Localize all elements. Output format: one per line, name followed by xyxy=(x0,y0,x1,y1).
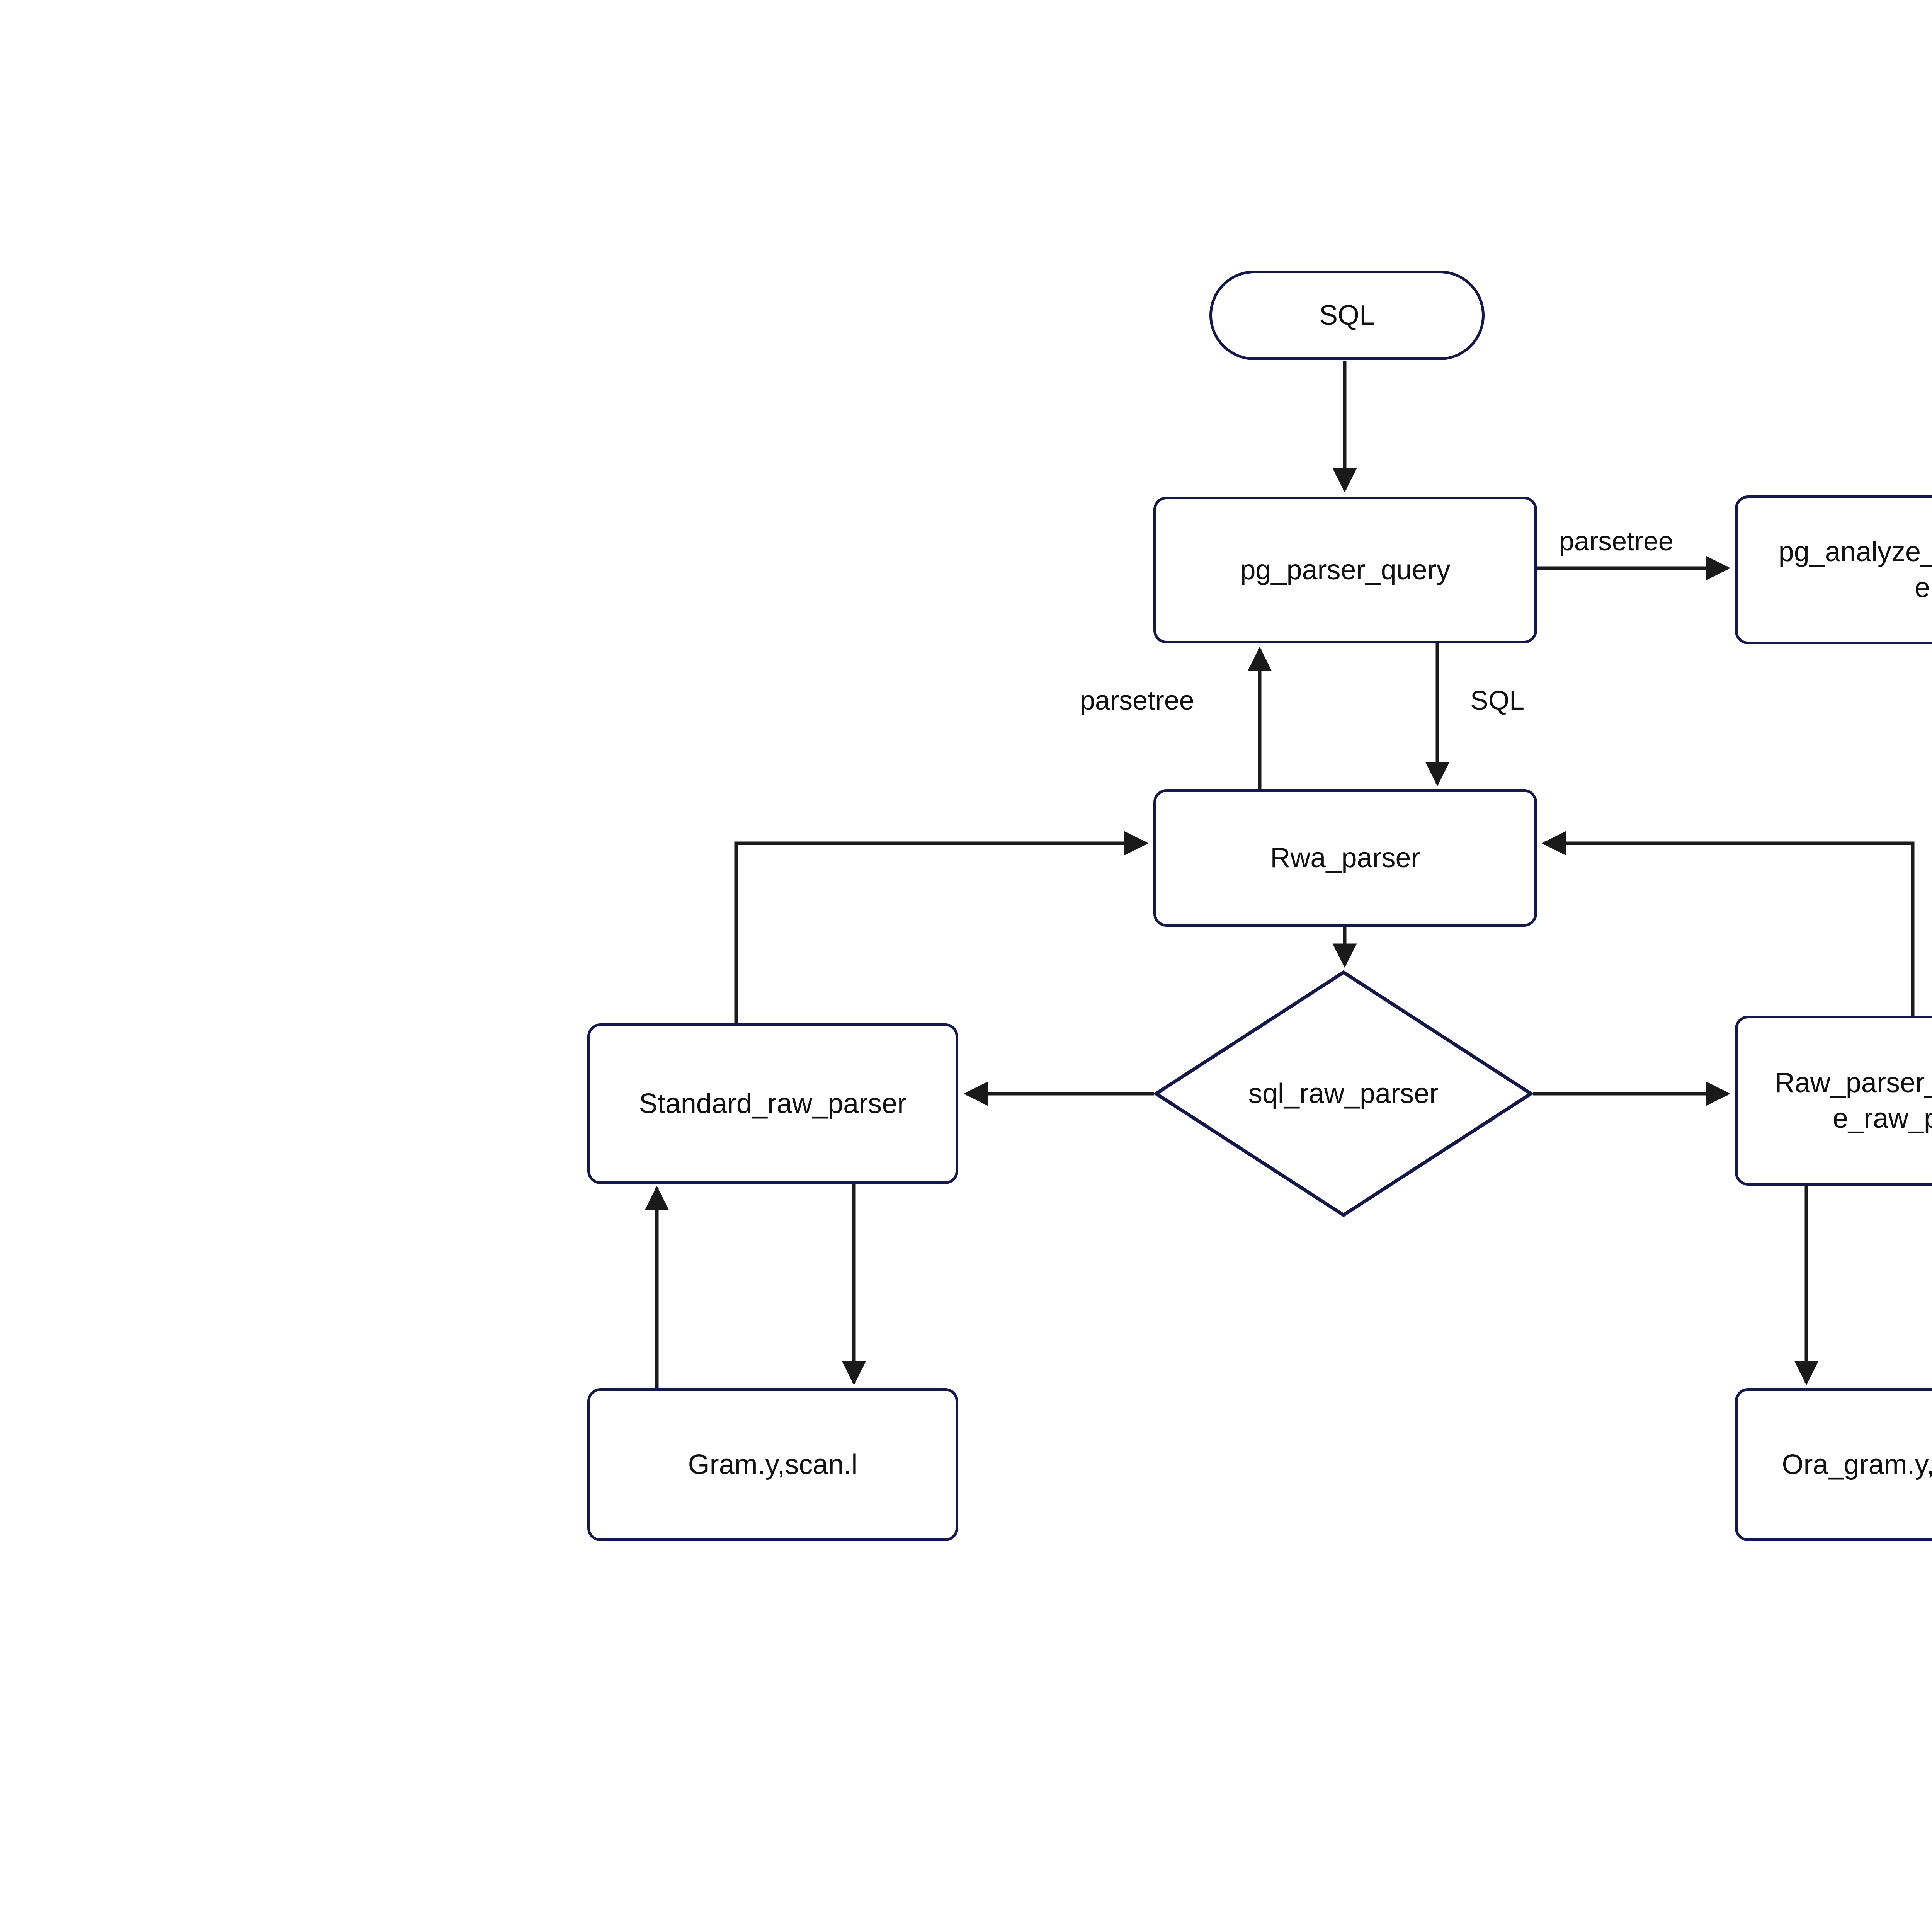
node-gram-scan-label: Gram.y,scan.l xyxy=(688,1449,858,1480)
node-ora-gram-scan[interactable]: Ora_gram.y,ora_scan.l xyxy=(1735,1388,1932,1541)
diamond-shape xyxy=(1154,970,1533,1217)
node-ora-gram-scan-label: Ora_gram.y,ora_scan.l xyxy=(1782,1449,1932,1480)
node-gram-scan[interactable]: Gram.y,scan.l xyxy=(587,1388,958,1541)
node-raw-parser-hook-label: Raw_parser_hook(oracl e_raw_parser) xyxy=(1774,1067,1932,1134)
edge-standard-raw-parser-to-rwa-parser xyxy=(734,831,1149,1023)
node-standard-raw-parser-label: Standard_raw_parser xyxy=(639,1088,907,1119)
edge-raw-parser-hook-to-rwa-parser xyxy=(1541,831,1915,1016)
node-pg-parser-query[interactable]: pg_parser_query xyxy=(1153,497,1537,643)
node-pg-analyze-and-rewrite-label: pg_analyze_and_rewrit e xyxy=(1778,536,1932,603)
node-raw-parser-hook[interactable]: Raw_parser_hook(oracl e_raw_parser) xyxy=(1735,1016,1932,1186)
node-sql-input[interactable]: SQL xyxy=(1209,271,1485,360)
node-sql-raw-parser[interactable]: sql_raw_parser xyxy=(1154,970,1533,1217)
edge-label-sql-down: SQL xyxy=(1470,685,1525,715)
node-sql-input-label: SQL xyxy=(1319,300,1375,331)
node-pg-parser-query-label: pg_parser_query xyxy=(1240,554,1451,585)
node-rwa-parser[interactable]: Rwa_parser xyxy=(1153,789,1537,927)
edge-label-parsetree-to-analyze: parsetree xyxy=(1559,526,1673,556)
edge-label-parsetree-up: parsetree xyxy=(1080,685,1194,715)
node-pg-analyze-and-rewrite[interactable]: pg_analyze_and_rewrit e xyxy=(1735,495,1932,644)
node-standard-raw-parser[interactable]: Standard_raw_parser xyxy=(587,1023,958,1184)
node-rwa-parser-label: Rwa_parser xyxy=(1270,842,1420,873)
